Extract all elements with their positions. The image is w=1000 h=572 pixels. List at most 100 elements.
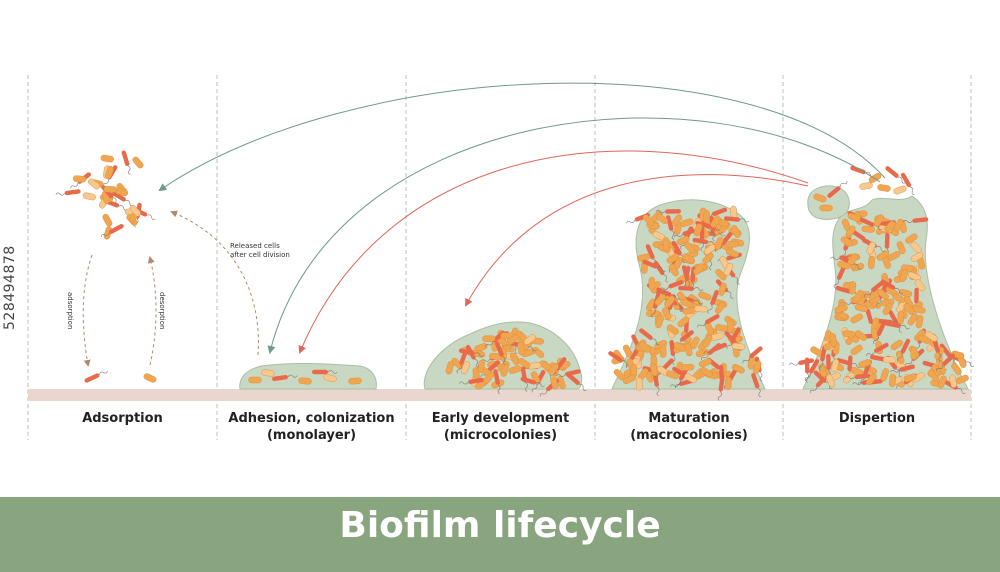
bacterium-cell — [751, 373, 761, 398]
bacterium-cell — [666, 370, 680, 380]
bacterium-cell — [659, 344, 667, 358]
bacterium-cell — [907, 313, 918, 326]
bacterium-cell — [509, 352, 520, 366]
bacterium-cell — [847, 212, 861, 222]
bacterium-cell — [845, 373, 871, 380]
bacterium-cell — [684, 241, 696, 254]
desorption-arrow-label: desorption — [158, 292, 166, 330]
bacterium-cell — [700, 367, 713, 378]
bacterium-cell — [101, 223, 124, 237]
bacterium-cell — [702, 252, 714, 264]
bacterium-cell — [664, 295, 676, 308]
free-cells-cluster — [55, 150, 156, 240]
bacterium-cell — [903, 373, 917, 383]
bacterium-cell — [693, 223, 703, 237]
bacterium-cell — [868, 173, 882, 183]
bacterium-cell — [482, 335, 496, 342]
bacterium-cell — [84, 370, 108, 383]
bacterium-cell — [859, 182, 873, 190]
arrow-red-to-microcolony — [465, 174, 809, 307]
bacterium-cell — [671, 214, 683, 227]
bacterium-cell — [642, 259, 666, 272]
bacterium-cell — [742, 346, 763, 364]
bacterium-cell — [681, 253, 695, 264]
bacterium-cell — [854, 330, 868, 341]
bacterium-cell — [298, 377, 312, 385]
bacterium-cell — [121, 150, 131, 175]
bacterium-cell — [829, 333, 837, 347]
bacterium-cell — [701, 343, 722, 360]
bacterium-cell — [951, 362, 962, 375]
bacterium-cell — [718, 282, 727, 296]
bacterium-cell — [864, 280, 885, 297]
bacterium-cell — [903, 217, 929, 224]
bacterium-cell — [500, 363, 509, 377]
bacterium-cell — [836, 358, 861, 368]
bacterium-cell — [668, 263, 679, 277]
bacterium-cell — [917, 334, 931, 344]
bacterium-cell — [655, 209, 681, 214]
bacterium-cell — [861, 225, 875, 233]
bacterium-cell — [819, 204, 833, 212]
substrate-surface — [28, 389, 971, 401]
bacterium-cell — [714, 301, 726, 314]
bacterium-cell — [873, 214, 885, 227]
bacterium-cell — [638, 341, 651, 353]
bacterium-cell — [88, 178, 100, 190]
bacterium-cell — [678, 285, 704, 291]
bacterium-cell — [837, 260, 851, 270]
bacterium-cell — [826, 374, 836, 388]
bacterium-cell — [517, 341, 525, 356]
bacterium-cell — [876, 250, 890, 261]
bacterium-cell — [143, 373, 157, 383]
title-banner: Biofilm lifecycle — [0, 497, 1000, 572]
bacterium-cell — [915, 315, 924, 329]
bacterium-cell — [885, 166, 906, 184]
released-cells-arrow — [170, 210, 259, 356]
bacterium-cell — [813, 193, 827, 203]
bacterium-cell — [725, 240, 740, 248]
detached-clump — [807, 185, 850, 220]
bacterium-cell — [622, 374, 636, 384]
bacterium-cell — [132, 156, 144, 169]
bacterium-cell — [684, 373, 697, 384]
dispersing-colony-cells — [789, 210, 975, 394]
bacterium-cell — [868, 255, 875, 270]
bacterium-cell — [530, 371, 541, 384]
bacterium-cell — [865, 373, 877, 386]
bacterium-cell — [649, 362, 659, 377]
bacterium-cell — [854, 304, 869, 312]
bacterium-cell — [866, 241, 876, 255]
bacterium-cell — [892, 293, 906, 304]
bacterium-cell — [752, 360, 762, 374]
return-arrows — [158, 82, 886, 354]
bacterium-cell — [550, 376, 559, 390]
bacterium-cell — [654, 293, 666, 306]
stage-label-early-development: Early development (microcolonies) — [431, 411, 570, 443]
bacterium-cell — [710, 215, 721, 228]
bacterium-cell — [635, 377, 643, 391]
bacterium-cell — [850, 313, 863, 324]
bacterium-cell — [483, 371, 495, 384]
bacterium-cell — [840, 236, 854, 247]
bacterium-cell — [831, 358, 839, 373]
stage-label-adsorption: Adsorption — [82, 411, 163, 426]
adsorption-arrow — [82, 254, 93, 367]
bacterium-cell — [905, 233, 918, 244]
bacterium-cell — [103, 186, 117, 193]
bacterium-cell — [727, 319, 734, 333]
stage-dividers — [27, 75, 972, 440]
bacterium-cell — [656, 287, 680, 300]
bacterium-cell — [804, 359, 820, 382]
bacterium-cell — [893, 185, 907, 195]
bacterium-cell — [715, 268, 727, 281]
bacterium-cell — [842, 330, 856, 338]
bacterium-cell — [661, 307, 672, 321]
bacterium-cell — [261, 369, 275, 377]
bacterium-cell — [912, 305, 926, 314]
bacterium-cell — [912, 372, 925, 383]
bacterium-cell — [129, 204, 141, 217]
bacterium-cell — [458, 348, 484, 357]
released-cells-label: Released cells after cell division — [230, 242, 290, 259]
bacterium-cell — [662, 237, 670, 251]
